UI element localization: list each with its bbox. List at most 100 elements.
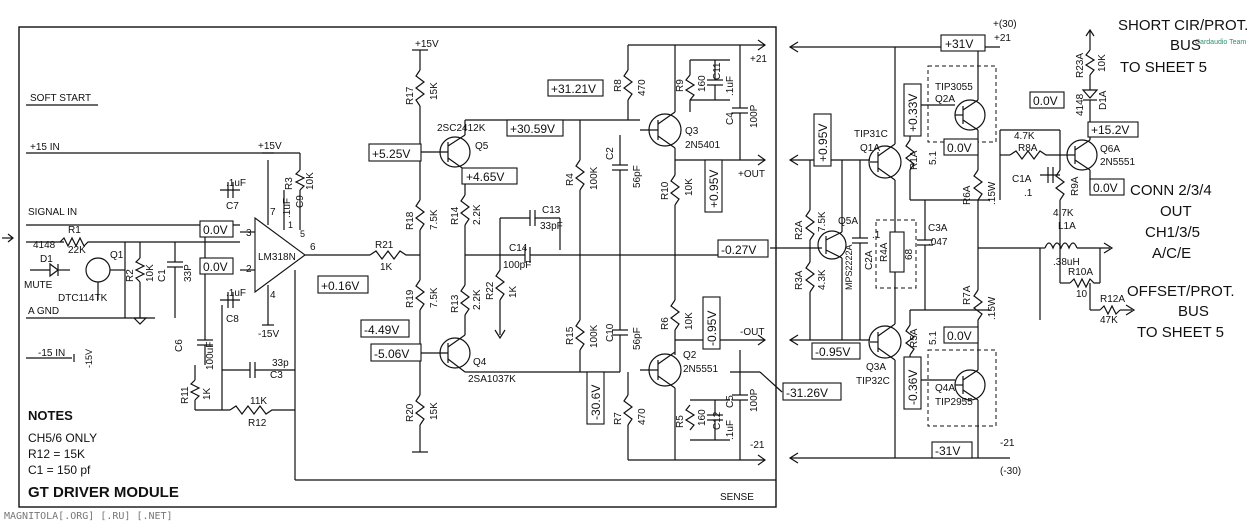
offset-line-3: TO SHEET 5 [1137, 324, 1224, 341]
rail-p15v-a: +15V [415, 39, 439, 50]
q4a-label: Q4A [935, 383, 955, 394]
v-0-0-q6a: 0.0V [1093, 181, 1118, 195]
c11-label: C11 [712, 62, 723, 80]
r1-label: R1 [68, 225, 81, 236]
c3a-value: .047 [928, 237, 948, 248]
r14-label: R14 [450, 206, 461, 225]
r6a-label: R6A [962, 185, 973, 205]
r3-label: R3 [284, 177, 295, 190]
r17-label: R17 [405, 86, 416, 105]
r5a-label: R5A [909, 328, 920, 348]
q5a-label: Q5A [838, 216, 858, 227]
v-0-0-d1a: 0.0V [1033, 94, 1058, 108]
q5a-part: MPS2222A [844, 244, 854, 290]
driver-wiring [369, 39, 783, 466]
r7-value: 470 [637, 408, 648, 425]
module-title: GT DRIVER MODULE [28, 484, 179, 501]
r3a-value: 4.3K [817, 269, 828, 290]
soft-start-label: SOFT START [30, 93, 91, 104]
c8-value: .1uF [226, 288, 246, 299]
r10a-label: R10A [1068, 267, 1093, 278]
input-arrowhead [7, 233, 14, 243]
r18-value: 7.5K [429, 209, 440, 230]
c3-label: C3 [270, 370, 283, 381]
conn-line-4: A/C/E [1152, 245, 1191, 262]
r15-label: R15 [565, 326, 576, 345]
q3-label: Q3 [685, 126, 699, 137]
offset-line-1: OFFSET/PROT. [1127, 283, 1235, 300]
short-line-3: TO SHEET 5 [1120, 59, 1207, 76]
v-p0-95-out: +0.95V [707, 170, 721, 208]
l1a-label: L1A [1058, 221, 1076, 232]
ic-label: LM318N [258, 252, 296, 263]
r5-value: 160 [697, 409, 708, 426]
r20-label: R20 [405, 403, 416, 422]
c10-value: 56pF [632, 327, 643, 350]
q6a-part: 2N5551 [1100, 157, 1135, 168]
q1-part: DTC114TK [58, 293, 108, 304]
c9-label: C9 [295, 195, 306, 208]
q4a-part: TIP2955 [935, 397, 973, 408]
notes-line-3: C1 = 150 pf [28, 463, 91, 477]
r7-label: R7 [613, 412, 624, 425]
q5-part: 2SC2412K [437, 123, 486, 134]
minus15-in-label: -15 IN [38, 348, 65, 359]
c9-value: .1uF [282, 198, 293, 218]
plus-out-label: +OUT [738, 169, 765, 180]
v-0-0-b: 0.0V [203, 260, 228, 274]
r19-label: R19 [405, 289, 416, 308]
r9a-label: R9A [1070, 176, 1081, 196]
conn-line-1: CONN 2/3/4 [1130, 182, 1212, 199]
v-0-16: +0.16V [321, 279, 359, 293]
r18-label: R18 [405, 211, 416, 230]
q1-label: Q1 [110, 250, 124, 261]
c14-label: C14 [509, 243, 528, 254]
d1-label: D1 [40, 254, 53, 265]
r20-value: 15K [429, 402, 440, 420]
c3-value: 33p [272, 358, 289, 369]
q6a-label: Q6A [1100, 144, 1120, 155]
r22-value: 1K [508, 285, 519, 298]
r6-value: 10K [684, 312, 695, 330]
plus15-in-label: +15 IN [30, 142, 60, 153]
notes-line-2: R12 = 15K [28, 447, 85, 461]
c2-label: C2 [605, 147, 616, 160]
r13-label: R13 [450, 294, 461, 313]
v-m0-36: -0.36V [906, 370, 920, 405]
watermark: MAGNITOLA[.ORG] [.RU] [.NET] [4, 511, 173, 522]
v-p0-33: +0.33V [906, 94, 920, 132]
mute-label: MUTE [24, 280, 53, 291]
r13-value: 2.2K [472, 289, 483, 310]
r11-label: R11 [180, 386, 191, 404]
v-p31: +31V [945, 37, 973, 51]
v-4-65: +4.65V [466, 170, 504, 184]
q3a-label: Q3A [866, 362, 886, 373]
r5a-value: 5.1 [928, 331, 939, 345]
r8-label: R8 [613, 79, 624, 92]
r6a-value: .15W [987, 181, 998, 205]
v-m0-27: -0.27V [721, 243, 756, 257]
notes-line-1: CH5/6 ONLY [28, 431, 97, 445]
r7a-label: R7A [962, 285, 973, 305]
v-m30-6: -30.6V [589, 385, 603, 420]
r9a-value: 4.7K [1053, 208, 1074, 219]
a-gnd-label: A GND [28, 306, 59, 317]
c7-label: C7 [226, 201, 239, 212]
c4-value: 100P [749, 104, 760, 128]
v-m0-95-q3a: -0.95V [815, 345, 850, 359]
c1-value: 33P [183, 264, 194, 282]
short-line-1: SHORT CIR/PROT. [1118, 17, 1248, 34]
right-side-labels: SHORT CIR/PROT. BUS TO SHEET 5 CONN 2/3/… [1118, 17, 1248, 341]
r9-label: R9 [675, 79, 686, 92]
op-amp-lm318n [240, 152, 370, 326]
pin-4: 4 [270, 290, 276, 301]
minus15v-label: -15V [84, 349, 94, 368]
v-m31-26: -31.26V [786, 386, 828, 400]
voltage-boxes: +31.21V +30.59V +5.25V +4.65V 0.0V 0.0V … [199, 34, 1139, 459]
r21-value: 1K [380, 262, 393, 273]
d4148-label: 4148 [33, 240, 56, 251]
v-m5-06: -5.06V [374, 347, 409, 361]
v-5-25: +5.25V [372, 147, 410, 161]
v-p15-2: +15.2V [1091, 123, 1129, 137]
r5-label: R5 [675, 415, 686, 428]
